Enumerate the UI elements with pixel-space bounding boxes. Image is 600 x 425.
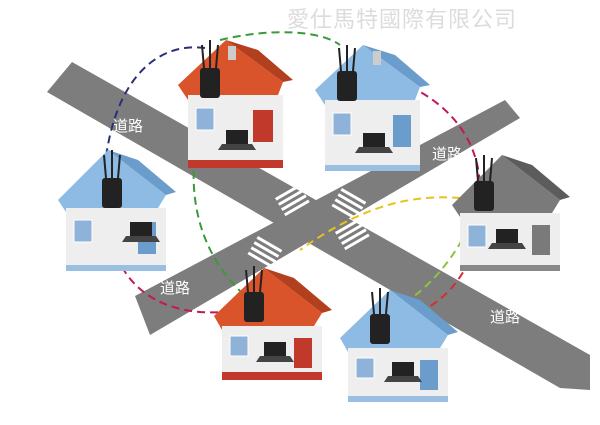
link-green-top [219, 31, 341, 46]
house-left [58, 150, 176, 271]
crosswalks [247, 184, 370, 269]
road-label-lower-left: 道路 [160, 279, 190, 297]
laptop-icon [355, 133, 393, 153]
link-yellow [299, 196, 461, 251]
laptop-icon [488, 229, 526, 249]
laptop-icon [122, 222, 160, 242]
laptop-icon [218, 130, 256, 150]
link-navy [104, 46, 206, 166]
house-bottom-left [214, 266, 332, 380]
router-icon [244, 266, 264, 322]
road-label-upper-left: 道路 [113, 117, 143, 135]
house-top-left [178, 40, 293, 168]
roads [47, 62, 590, 390]
router-icon [474, 155, 494, 211]
house-right [452, 155, 570, 271]
road-label-lower-right: 道路 [490, 308, 520, 326]
house-bottom-right [340, 288, 458, 402]
company-watermark: 愛仕馬特國際有限公司 [287, 8, 517, 33]
road-label-right: 道路 [432, 145, 462, 163]
laptop-icon [256, 342, 294, 362]
house-top-right [315, 45, 430, 171]
router-icon [370, 288, 390, 344]
road-diagonal-up [135, 100, 520, 335]
router-icon [337, 45, 357, 101]
laptop-icon [384, 362, 422, 382]
router-icon [102, 150, 122, 208]
router-icon [200, 40, 220, 98]
